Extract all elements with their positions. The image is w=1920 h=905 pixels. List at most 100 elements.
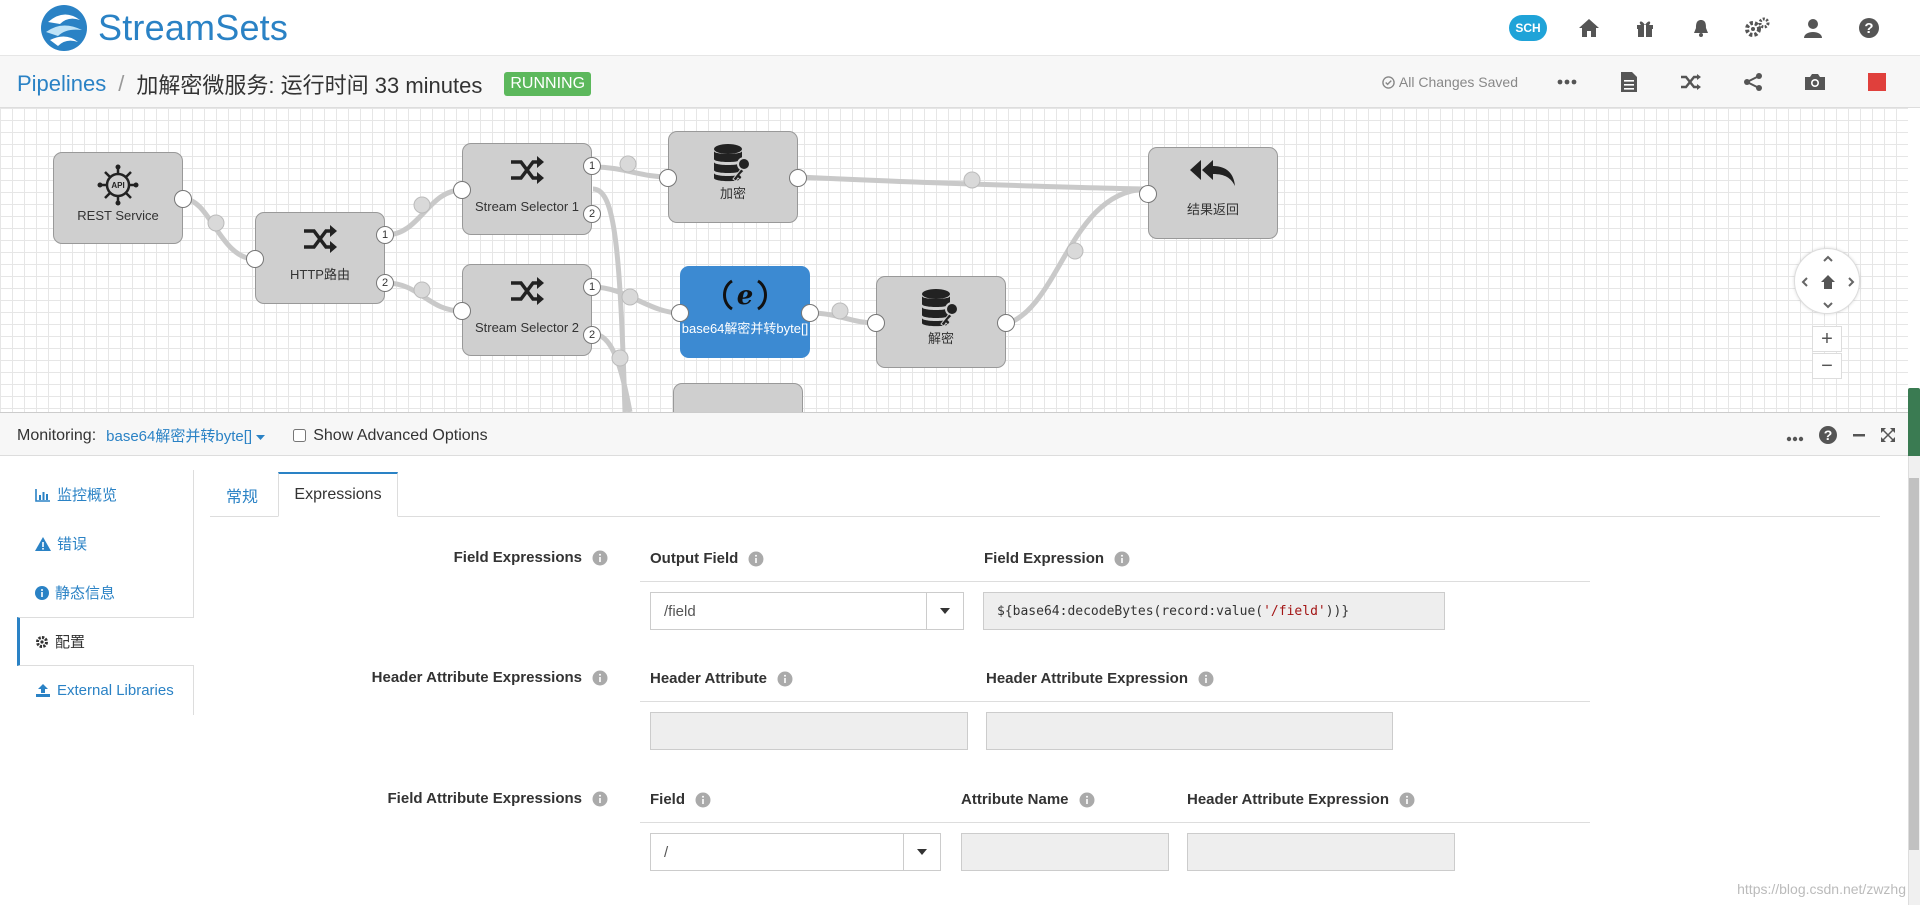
canvas-pan-control[interactable] <box>1794 248 1860 314</box>
info-icon[interactable] <box>592 670 608 686</box>
show-advanced-options[interactable]: Show Advanced Options <box>293 427 488 445</box>
stage-stream-selector-2[interactable]: Stream Selector 2 1 2 <box>453 264 601 356</box>
input-port[interactable] <box>659 169 677 187</box>
header-attribute-header: Header Attribute <box>650 670 793 687</box>
stage-base64-decode[interactable]: e base64解密并转byte[] <box>671 266 819 358</box>
field-dropdown-button[interactable] <box>903 833 941 871</box>
output-port[interactable] <box>997 314 1015 332</box>
stage-label: REST Service <box>77 208 159 223</box>
stage-decrypt[interactable]: 解密 <box>867 276 1015 368</box>
info-icon[interactable] <box>1198 671 1214 687</box>
stage-partial[interactable] <box>673 383 803 412</box>
input-port[interactable] <box>246 250 264 268</box>
sidebar-item-configuration[interactable]: 配置 <box>17 617 194 666</box>
info-icon[interactable] <box>1114 551 1130 567</box>
output-port[interactable] <box>174 190 192 208</box>
output-field-dropdown-button[interactable] <box>926 592 964 630</box>
watermark: https://blog.csdn.net/zwzhg <box>1737 881 1906 897</box>
info-icon <box>35 585 49 600</box>
attribute-name-input[interactable] <box>961 833 1169 871</box>
caret-down-icon <box>256 435 266 440</box>
more-options-icon[interactable] <box>1554 69 1580 95</box>
info-icon[interactable] <box>1079 792 1095 808</box>
sidebar-item-label: 配置 <box>55 634 86 651</box>
divider <box>640 581 1590 582</box>
bell-icon[interactable] <box>1686 13 1716 43</box>
zoom-out-button[interactable]: − <box>1812 353 1842 379</box>
output-port-2[interactable]: 2 <box>583 326 601 344</box>
save-status-text: All Changes Saved <box>1398 74 1518 90</box>
header-attribute-input[interactable] <box>650 712 968 750</box>
zoom-in-button[interactable]: + <box>1812 326 1842 352</box>
info-icon[interactable] <box>777 671 793 687</box>
sidebar-item-static-info[interactable]: 静态信息 <box>17 568 194 617</box>
stage-encrypt[interactable]: 加密 <box>659 131 807 223</box>
info-icon[interactable] <box>592 791 608 807</box>
input-port[interactable] <box>867 314 885 332</box>
sidebar-item-external-libraries[interactable]: External Libraries <box>17 666 194 715</box>
info-icon[interactable] <box>592 550 608 566</box>
bar-chart-icon <box>35 488 50 502</box>
field-select[interactable]: / <box>650 833 941 871</box>
output-port[interactable] <box>789 169 807 187</box>
expand-icon[interactable] <box>1880 427 1896 448</box>
output-port-1[interactable]: 1 <box>583 278 601 296</box>
field-header-text: Field <box>650 791 686 808</box>
show-advanced-checkbox[interactable] <box>293 429 307 442</box>
gears-icon[interactable] <box>1742 13 1772 43</box>
document-icon[interactable] <box>1616 69 1642 95</box>
output-field-header: Output Field <box>650 550 764 567</box>
monitoring-label: Monitoring: <box>17 426 97 444</box>
field-expression-input[interactable]: ${base64:decodeBytes(record:value('/fiel… <box>983 592 1445 630</box>
detail-scrollbar-thumb[interactable] <box>1909 478 1919 850</box>
stage-label: 解密 <box>927 331 954 346</box>
output-port-1[interactable]: 1 <box>376 226 394 244</box>
info-icon[interactable] <box>748 551 764 567</box>
more-options-icon[interactable] <box>1786 429 1804 447</box>
field-attr-expression-input[interactable] <box>1187 833 1455 871</box>
output-port-2[interactable]: 2 <box>376 274 394 292</box>
help-icon[interactable]: ? <box>1818 425 1838 450</box>
pipeline-canvas[interactable]: API REST Service HTTP路由 1 2 Stream Selec… <box>0 108 1908 412</box>
breadcrumb-pipelines-link[interactable]: Pipelines <box>17 71 107 96</box>
camera-icon[interactable] <box>1802 69 1828 95</box>
tab-expressions[interactable]: Expressions <box>278 472 398 517</box>
monitoring-tools: ? <box>1786 425 1896 450</box>
streamsets-logo[interactable]: StreamSets <box>38 2 288 54</box>
svg-text:?: ? <box>1824 427 1833 443</box>
home-icon[interactable] <box>1574 13 1604 43</box>
sidebar-item-monitoring-summary[interactable]: 监控概览 <box>17 470 194 519</box>
input-port[interactable] <box>671 304 689 322</box>
canvas-scrollbar-thumb[interactable] <box>1908 388 1920 460</box>
pipeline-title: 加解密微服务: 运行时间 33 minutes <box>136 73 483 98</box>
info-icon[interactable] <box>695 792 711 808</box>
sch-cloud-icon[interactable]: SCH <box>1508 13 1548 43</box>
tab-general[interactable]: 常规 <box>225 488 258 506</box>
monitoring-stage-dropdown[interactable]: base64解密并转byte[] <box>106 425 266 446</box>
stage-http-router[interactable]: HTTP路由 1 2 <box>246 212 394 304</box>
stop-pipeline-button[interactable] <box>1864 69 1890 95</box>
output-port[interactable] <box>801 304 819 322</box>
minimize-icon[interactable] <box>1852 428 1866 447</box>
input-port[interactable] <box>1139 185 1157 203</box>
share-icon[interactable] <box>1740 69 1766 95</box>
input-port[interactable] <box>453 181 471 199</box>
gift-icon[interactable] <box>1630 13 1660 43</box>
info-icon[interactable] <box>1399 792 1415 808</box>
divider <box>640 701 1590 702</box>
help-icon[interactable]: ? <box>1854 13 1884 43</box>
output-field-select[interactable]: /field <box>650 592 964 630</box>
shuffle-icon[interactable] <box>1678 69 1704 95</box>
user-icon[interactable] <box>1798 13 1828 43</box>
stage-label: HTTP路由 <box>290 267 350 282</box>
stage-result-return[interactable]: 结果返回 <box>1139 147 1278 239</box>
output-port-2[interactable]: 2 <box>583 205 601 223</box>
header-attribute-expression-input[interactable] <box>986 712 1393 750</box>
database-key-icon <box>714 144 751 182</box>
stage-rest-service[interactable]: API REST Service <box>53 152 192 244</box>
sidebar-item-errors[interactable]: 错误 <box>17 519 194 568</box>
streamsets-logo-icon <box>41 5 87 51</box>
stage-stream-selector-1[interactable]: Stream Selector 1 1 2 <box>453 143 601 235</box>
input-port[interactable] <box>453 302 471 320</box>
output-port-1[interactable]: 1 <box>583 157 601 175</box>
